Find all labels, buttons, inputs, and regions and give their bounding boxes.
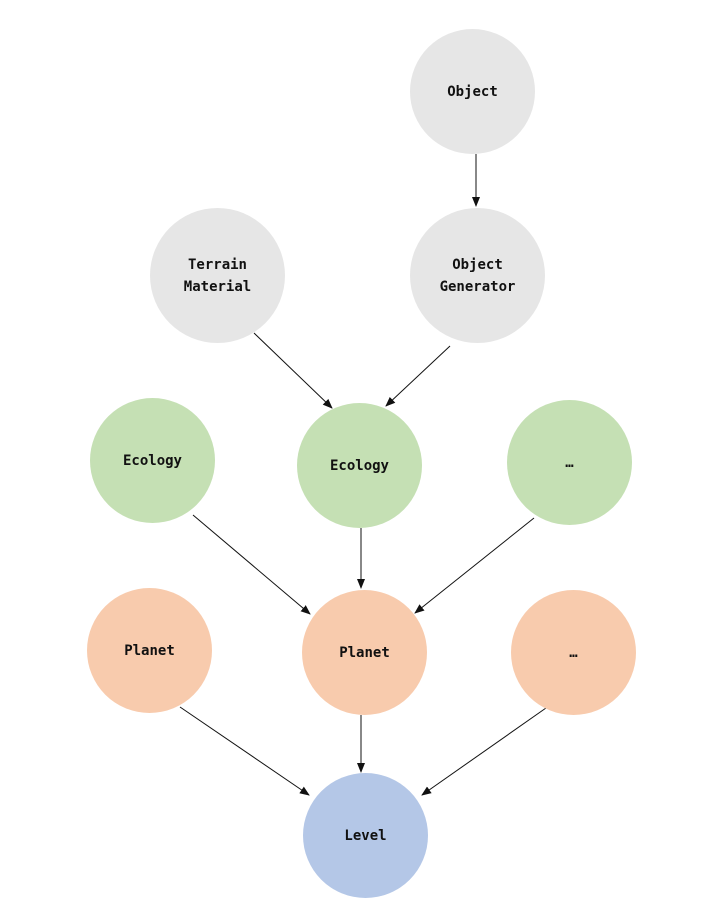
- edge-terrain-material-to-ecology: [253, 332, 333, 409]
- edge-planet-left-to-level: [179, 706, 310, 796]
- node-planet-more-label: …: [569, 644, 578, 661]
- node-planet-center: Planet: [302, 590, 427, 715]
- node-ecology-left-label: Ecology: [122, 452, 182, 469]
- node-object-generator: Object Generator: [410, 208, 545, 343]
- node-object-generator-label: Object Generator: [439, 256, 516, 295]
- node-ecology-center: Ecology: [297, 403, 422, 528]
- node-ecology-center-label: Ecology: [329, 457, 389, 474]
- node-planet-left-label: Planet: [124, 642, 175, 659]
- node-planet-left: Planet: [87, 588, 212, 713]
- edge-object-generator-to-ecology: [385, 345, 451, 407]
- node-object: Object: [410, 29, 535, 154]
- edge-ecology-left-to-planet: [192, 514, 311, 615]
- node-level-label: Level: [344, 827, 387, 844]
- node-level: Level: [303, 773, 428, 898]
- edge-ecology-more-to-planet: [414, 517, 535, 614]
- node-terrain-material-label: Terrain Material: [183, 256, 252, 295]
- node-planet-more: …: [511, 590, 636, 715]
- node-terrain-material: Terrain Material: [150, 208, 285, 343]
- node-ecology-left: Ecology: [90, 398, 215, 523]
- node-ecology-more-label: …: [565, 454, 574, 471]
- edge-planet-more-to-level: [421, 707, 547, 796]
- node-object-label: Object: [447, 83, 498, 100]
- node-planet-center-label: Planet: [339, 644, 390, 661]
- node-ecology-more: …: [507, 400, 632, 525]
